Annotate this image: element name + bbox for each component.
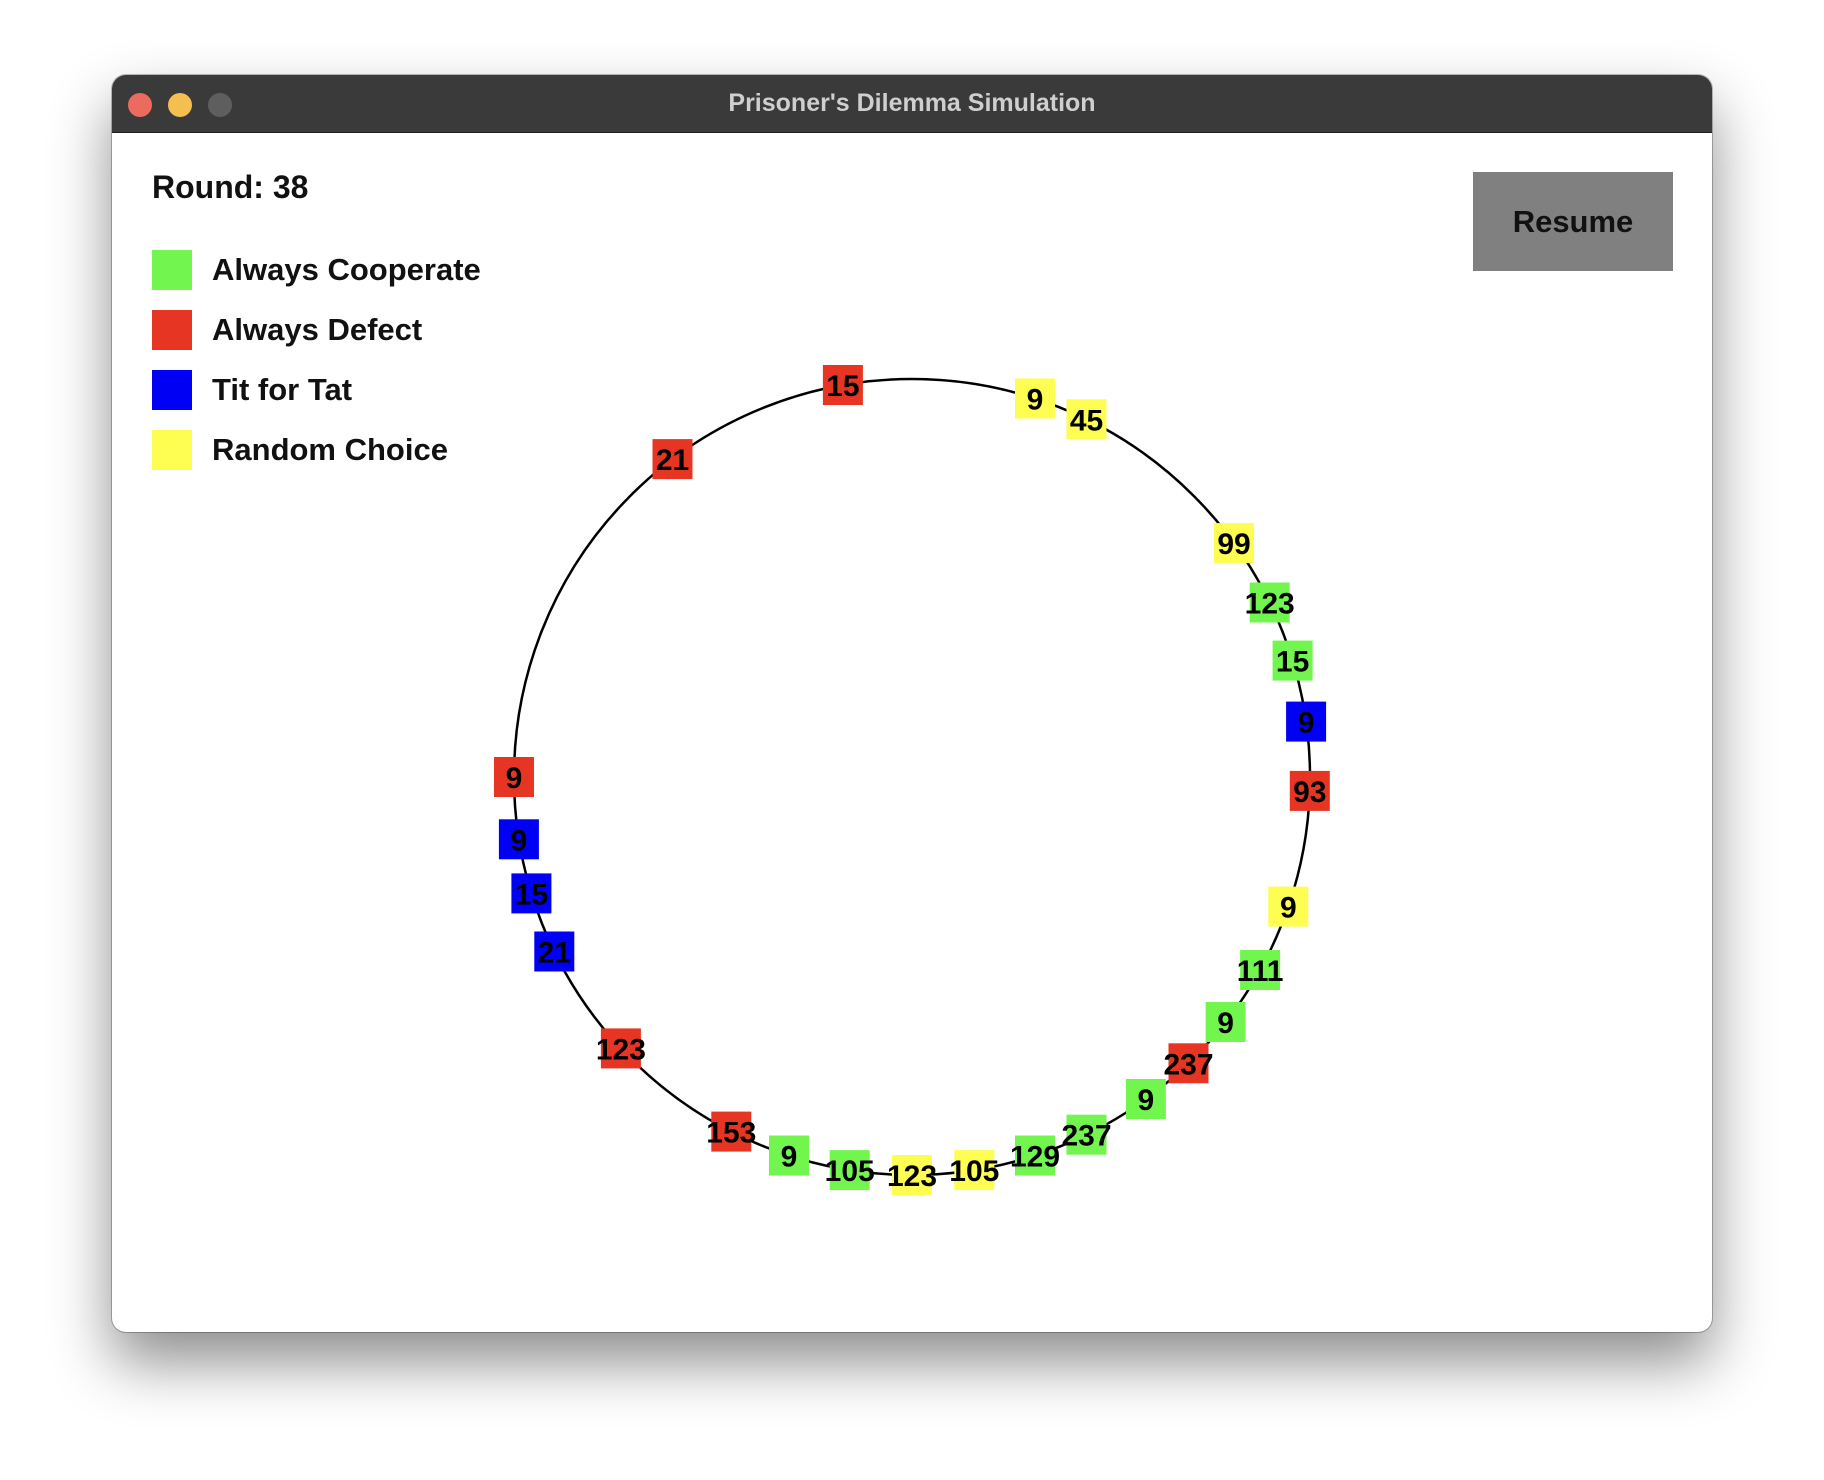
legend-swatch-random: [152, 430, 192, 470]
agent-square-cooperate: [1066, 1114, 1107, 1155]
legend-label: Always Cooperate: [212, 252, 481, 287]
legend-label: Random Choice: [212, 432, 448, 467]
agent-score: 9: [1217, 1007, 1234, 1040]
agent-score: 9: [1298, 707, 1315, 740]
agent-score: 237: [1163, 1048, 1213, 1081]
title-bar: Prisoner's Dilemma Simulation: [112, 75, 1712, 133]
agent-square-defect: [822, 365, 863, 405]
agent-square-tit_for_tat: [511, 873, 552, 914]
agent-score: 93: [1293, 776, 1326, 809]
agent-node: 93: [1289, 770, 1330, 811]
agent-score: 9: [1280, 892, 1297, 925]
legend-swatch-cooperate: [152, 250, 192, 290]
agent-square-random: [1015, 378, 1055, 419]
agent-score: 15: [826, 370, 859, 403]
resume-button[interactable]: Resume: [1473, 172, 1673, 271]
agent-score: 153: [706, 1117, 756, 1150]
agent-square-cooperate: [1015, 1135, 1055, 1176]
agent-square-random: [1268, 886, 1309, 927]
agent-square-defect: [711, 1111, 752, 1152]
agent-score: 45: [1070, 404, 1103, 437]
agent-node: 45: [1066, 399, 1107, 440]
agent-node: 9: [1015, 378, 1055, 419]
agent-node: 15: [511, 873, 552, 914]
agent-node: 9: [1286, 701, 1327, 742]
agent-node: 21: [652, 439, 693, 480]
agent-node: 9: [1125, 1079, 1166, 1119]
agent-score: 15: [1276, 646, 1309, 679]
agent-score: 21: [656, 444, 689, 477]
agent-score: 123: [596, 1033, 646, 1066]
agent-score: 123: [887, 1160, 937, 1193]
agent-node: 9: [1205, 1002, 1246, 1042]
agent-node: 237: [1163, 1043, 1214, 1084]
legend-label: Tit for Tat: [212, 372, 353, 407]
agent-node: 105: [949, 1150, 999, 1191]
agent-node: 105: [825, 1150, 875, 1191]
agent-node: 99: [1214, 523, 1254, 564]
agent-node: 237: [1061, 1114, 1112, 1155]
agent-node: 9: [498, 819, 539, 860]
agent-square-tit_for_tat: [498, 819, 539, 860]
agent-node: 15: [1272, 640, 1313, 681]
legend-swatch-defect: [152, 310, 192, 350]
agent-score: 9: [506, 762, 523, 795]
agent-square-random: [892, 1155, 932, 1195]
round-counter: Round: 38: [152, 169, 309, 205]
close-window-button[interactable]: [128, 93, 152, 117]
agent-score: 105: [949, 1155, 999, 1188]
agent-square-cooperate: [1205, 1002, 1246, 1042]
agent-node: 123: [1245, 582, 1295, 623]
agent-square-defect: [652, 439, 693, 480]
agent-node: 9: [1268, 886, 1309, 927]
app-window: Prisoner's Dilemma Simulation Round: 38 …: [112, 75, 1712, 1332]
minimize-window-button[interactable]: [168, 93, 192, 117]
legend-label: Always Defect: [212, 312, 423, 347]
agent-score: 105: [825, 1155, 875, 1188]
agent-square-cooperate: [1240, 950, 1281, 990]
agent-score: 9: [781, 1141, 798, 1174]
agent-square-cooperate: [1125, 1079, 1166, 1119]
agent-score: 9: [1138, 1084, 1155, 1117]
agent-node: 9: [494, 757, 534, 797]
agent-node: 123: [596, 1028, 646, 1069]
maximize-window-button[interactable]: [208, 93, 232, 117]
agent-score: 129: [1010, 1141, 1060, 1174]
agent-node: 129: [1010, 1135, 1060, 1176]
agent-score: 15: [515, 878, 548, 911]
agent-square-random: [1214, 523, 1254, 564]
agent-node: 9: [769, 1135, 809, 1176]
agent-square-defect: [600, 1028, 641, 1069]
agent-square-cooperate: [1249, 582, 1290, 623]
agent-score: 21: [538, 937, 571, 970]
simulation-canvas: Round: 38 Always Cooperate Always Defect…: [112, 133, 1712, 1332]
agent-square-random: [1066, 399, 1107, 440]
agent-score: 9: [511, 824, 528, 857]
agent-node: 15: [822, 365, 863, 405]
agent-square-cooperate: [769, 1135, 809, 1176]
agent-node: 123: [887, 1155, 937, 1195]
agent-square-defect: [1168, 1043, 1209, 1084]
legend-swatch-tit-for-tat: [152, 370, 192, 410]
agent-square-tit_for_tat: [534, 931, 575, 972]
agent-square-defect: [1289, 770, 1330, 811]
agent-square-random: [954, 1150, 995, 1191]
agent-node: 153: [706, 1111, 756, 1152]
agent-square-defect: [494, 757, 534, 797]
agent-score: 99: [1217, 528, 1250, 561]
agent-score: 237: [1061, 1120, 1111, 1153]
agent-square-cooperate: [829, 1150, 870, 1191]
agent-node: 111: [1237, 950, 1284, 990]
agent-score: 9: [1027, 384, 1044, 417]
agent-score: 123: [1245, 588, 1295, 621]
agent-score: 111: [1237, 955, 1284, 988]
window-title: Prisoner's Dilemma Simulation: [728, 89, 1096, 117]
agent-node: 21: [534, 931, 575, 972]
agent-square-tit_for_tat: [1286, 701, 1327, 742]
agent-square-cooperate: [1272, 640, 1313, 681]
